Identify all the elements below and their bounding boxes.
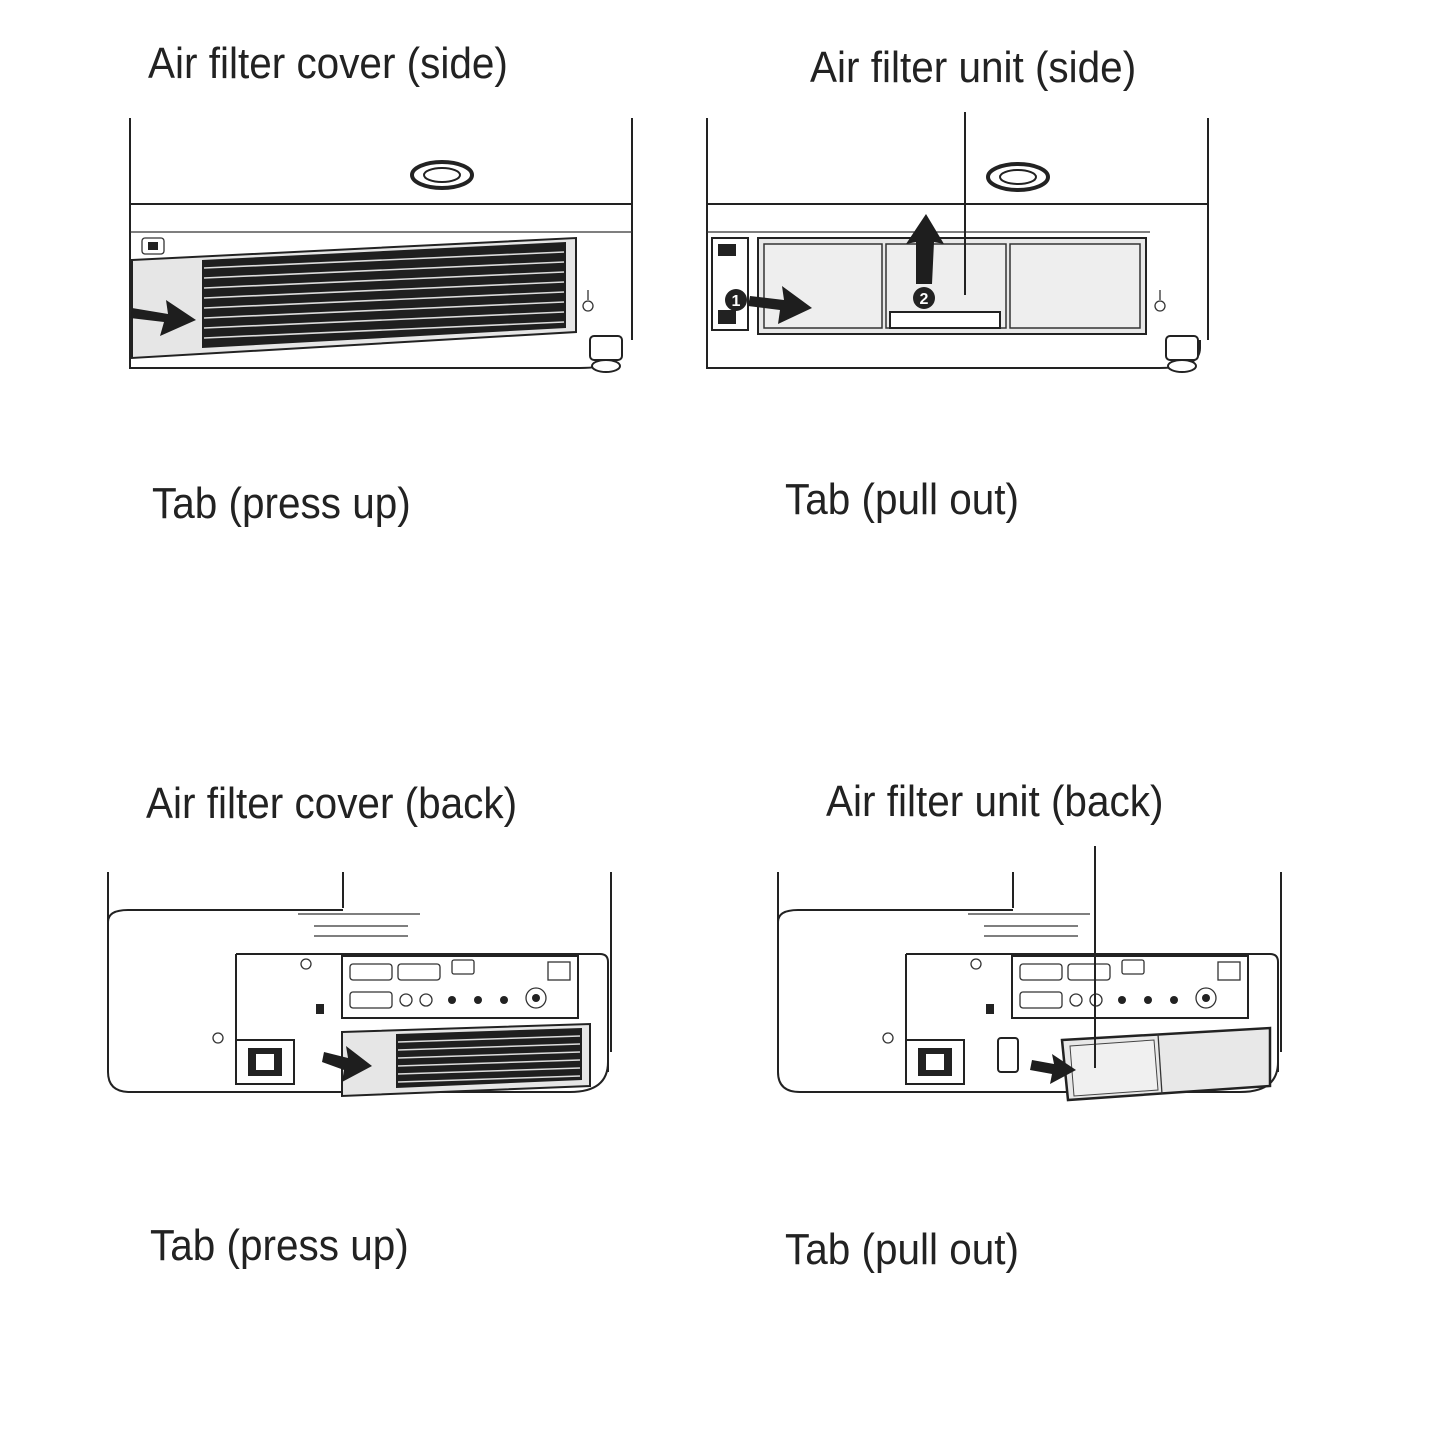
air-filter-cover (341, 1022, 591, 1098)
back-cover-tab-label: Tab (press up) (150, 1221, 409, 1270)
arrow-icon (1030, 1054, 1076, 1084)
screw-icon (1154, 290, 1166, 312)
arrow-icon (322, 1046, 372, 1082)
arrow-icon (130, 300, 196, 336)
power-inlet-icon (235, 1039, 295, 1085)
port-icon (1019, 959, 1241, 1009)
arrow-icon (906, 214, 944, 284)
back-unit-diagram (777, 846, 1282, 1102)
side-unit-title: Air filter unit (side) (810, 43, 1137, 92)
vent-dial-icon (410, 160, 474, 190)
back-cover-diagram (107, 872, 612, 1098)
foot-icon (1165, 335, 1199, 373)
tab-latch (997, 1037, 1019, 1073)
side-cover-diagram (129, 118, 633, 373)
svg-text:1: 1 (732, 293, 741, 310)
back-cover-title: Air filter cover (back) (146, 779, 518, 828)
projector-body (777, 872, 1282, 1093)
vent-dial-icon (986, 162, 1050, 192)
grille (202, 242, 566, 348)
step-marker-2: 2 (913, 287, 935, 309)
lock-icon (882, 958, 994, 1044)
screw-icon (582, 290, 594, 312)
tab-latch (711, 237, 749, 331)
lock-icon (212, 958, 324, 1044)
projector-body (107, 872, 612, 1093)
air-filter-unit (1060, 1026, 1272, 1102)
foot-icon (589, 335, 623, 373)
step-marker-1: 1 (725, 289, 747, 311)
port-icon (349, 959, 571, 1009)
side-cover-title: Air filter cover (side) (148, 39, 508, 88)
back-unit-tab-label: Tab (pull out) (785, 1225, 1020, 1274)
power-inlet-icon (905, 1039, 965, 1085)
air-filter-unit (757, 237, 1147, 335)
side-unit-diagram: 1 2 (706, 112, 1209, 373)
arrow-icon (748, 286, 812, 324)
grille (396, 1028, 582, 1088)
side-cover-tab-label: Tab (press up) (152, 479, 411, 528)
air-filter-cover (131, 236, 577, 360)
lock-icon (141, 237, 165, 255)
svg-text:2: 2 (920, 291, 929, 308)
side-unit-tab-label: Tab (pull out) (785, 475, 1020, 524)
back-unit-title: Air filter unit (back) (826, 777, 1164, 826)
